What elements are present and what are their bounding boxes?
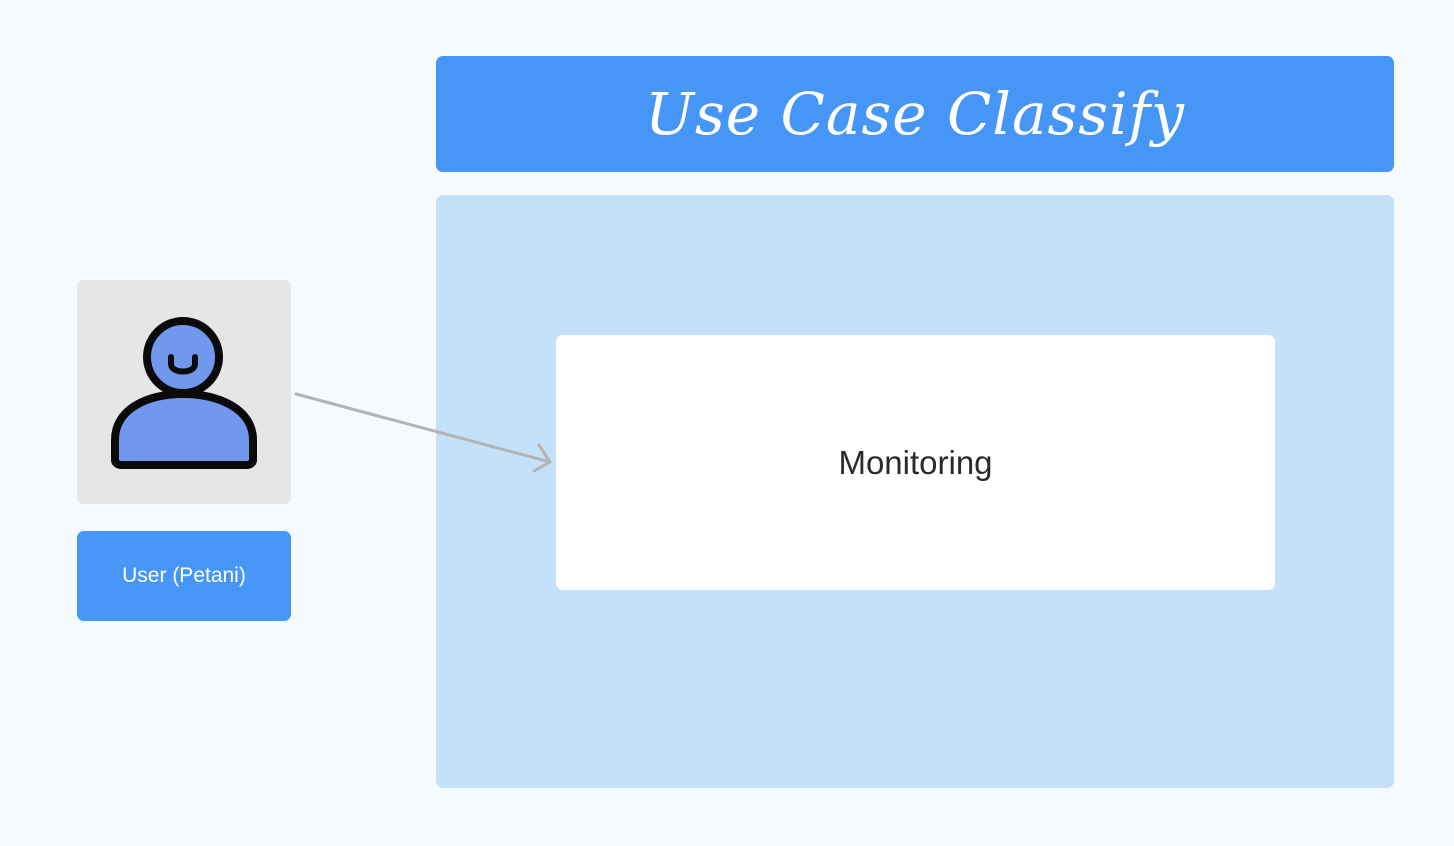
user-icon-head xyxy=(143,317,223,397)
title-bar: Use Case Classify xyxy=(436,56,1394,172)
use-case-label: Monitoring xyxy=(838,443,993,481)
user-icon-body xyxy=(111,390,257,469)
actor-label: User (Petani) xyxy=(122,564,246,587)
actor-label-box[interactable]: User (Petani) xyxy=(77,531,291,621)
user-icon xyxy=(111,317,257,469)
use-case-monitoring[interactable]: Monitoring xyxy=(556,335,1275,590)
user-icon-smile xyxy=(168,354,198,375)
diagram-title: Use Case Classify xyxy=(645,80,1185,148)
actor-card[interactable] xyxy=(77,280,291,504)
